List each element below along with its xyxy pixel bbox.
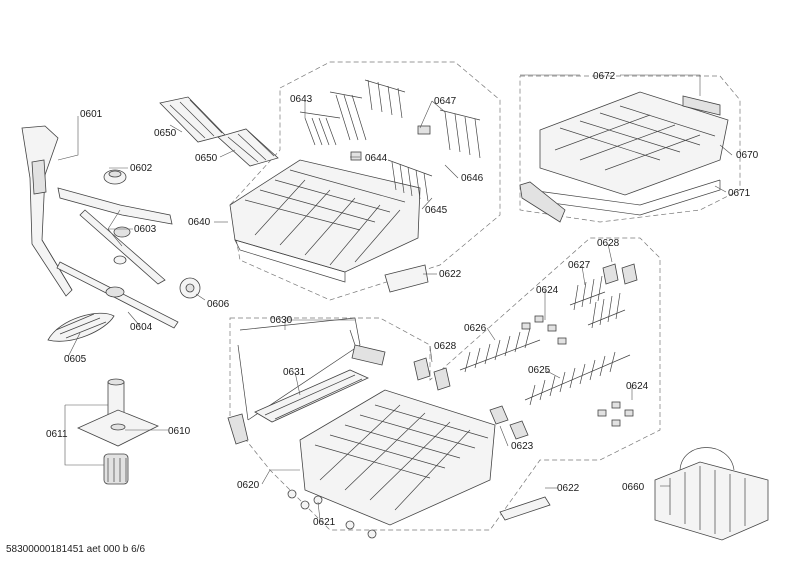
clips-0628-left xyxy=(413,357,451,391)
rack-0631 xyxy=(254,369,369,423)
filter-assembly xyxy=(77,378,159,485)
upper-spray-arm xyxy=(57,187,173,285)
label-0670: 0670 xyxy=(736,150,759,161)
label-0627: 0627 xyxy=(568,260,591,271)
clips-0624-top xyxy=(521,315,567,345)
upper-basket-group-outline xyxy=(229,61,501,301)
label-0611: 0611 xyxy=(46,429,68,440)
drawing-reference: 58300000181451 aet 000 b 6/6 xyxy=(6,544,146,555)
label-0660: 0660 xyxy=(622,482,645,493)
upper-basket-0640 xyxy=(229,159,421,283)
tine-rack-0625 xyxy=(524,351,631,406)
tray-end-0672 xyxy=(682,95,721,116)
label-0646: 0646 xyxy=(461,173,484,184)
label-0631: 0631 xyxy=(283,367,306,378)
lower-spray-arm xyxy=(56,255,179,329)
label-0650-bottom: 0650 xyxy=(195,153,218,164)
rail-end-left xyxy=(519,181,566,223)
clip-0644 xyxy=(350,151,362,161)
rack-tines-0645 xyxy=(387,159,433,202)
tine-rack-0626 xyxy=(459,327,541,373)
label-0602: 0602 xyxy=(130,163,153,174)
label-0624-top: 0624 xyxy=(536,285,559,296)
label-0645: 0645 xyxy=(425,205,448,216)
tine-rack-0627 xyxy=(569,275,626,329)
label-0601: 0601 xyxy=(80,109,103,120)
label-0643: 0643 xyxy=(290,94,313,105)
handle-0622-upper xyxy=(384,264,429,293)
spray-arm-supply-pipe xyxy=(21,125,73,297)
clips-0628-top xyxy=(602,263,638,285)
label-0603: 0603 xyxy=(134,224,157,235)
rack-top-0647 xyxy=(364,79,481,159)
label-0644: 0644 xyxy=(365,153,388,164)
label-0622-upper: 0622 xyxy=(439,269,462,280)
label-0620: 0620 xyxy=(237,480,260,491)
label-0622-lower: 0622 xyxy=(557,483,580,494)
leader-lines xyxy=(57,74,733,521)
nozzle-0602 xyxy=(103,169,127,185)
wheels-0621 xyxy=(287,489,377,539)
clip-0646 xyxy=(417,125,431,135)
label-0672: 0672 xyxy=(593,71,616,82)
cutlery-tray-0670 xyxy=(539,91,729,196)
micro-filter-0605 xyxy=(47,312,115,342)
rack-frame-0630 xyxy=(227,317,386,445)
label-0628-top: 0628 xyxy=(597,238,620,249)
label-0605: 0605 xyxy=(64,354,87,365)
lower-basket-0620 xyxy=(299,389,496,526)
label-0640: 0640 xyxy=(188,217,211,228)
label-0623: 0623 xyxy=(511,441,534,452)
label-0610: 0610 xyxy=(168,426,191,437)
label-0630: 0630 xyxy=(270,315,293,326)
rack-tines-0643 xyxy=(299,91,367,146)
label-0650-top: 0650 xyxy=(154,128,177,139)
lower-basket-group-outline xyxy=(229,237,661,531)
label-0671: 0671 xyxy=(728,188,751,199)
label-0625: 0625 xyxy=(528,365,551,376)
handle-0622-lower xyxy=(499,496,551,521)
part-labels: 0601 0602 0603 0604 0605 0606 0611 0610 … xyxy=(46,71,759,528)
cutlery-basket-0660 xyxy=(654,447,769,541)
cutlery-rack-0650-bottom xyxy=(217,128,279,167)
label-0606: 0606 xyxy=(207,299,230,310)
label-0628-left: 0628 xyxy=(434,341,457,352)
clips-0623 xyxy=(489,405,529,440)
label-0621: 0621 xyxy=(313,517,336,528)
label-0647: 0647 xyxy=(434,96,457,107)
disc-0606 xyxy=(179,277,201,299)
label-0626: 0626 xyxy=(464,323,487,334)
label-0624-bottom: 0624 xyxy=(626,381,649,392)
label-0604: 0604 xyxy=(130,322,153,333)
clips-0624-bottom xyxy=(597,401,634,427)
